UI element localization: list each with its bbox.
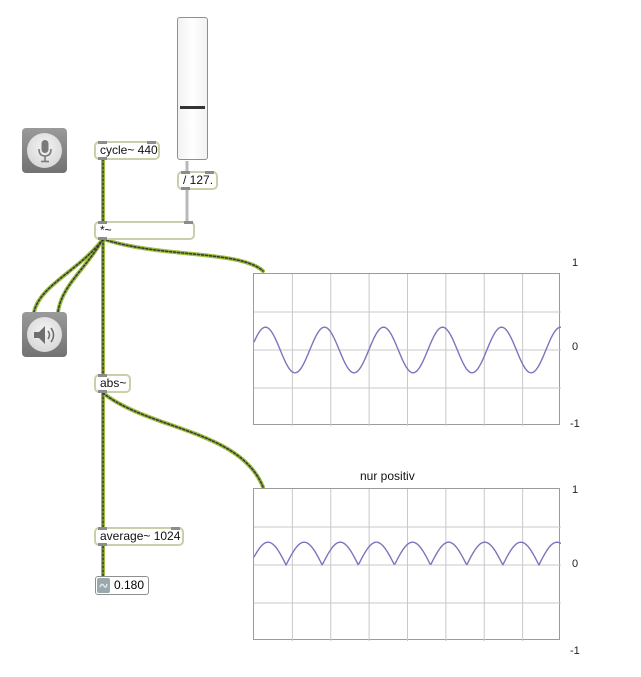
- scope-signal-max-label: 1: [572, 257, 579, 269]
- abs-object-label: abs~: [100, 376, 127, 390]
- outlet[interactable]: [98, 543, 107, 546]
- inlet[interactable]: [184, 221, 193, 224]
- cycle-object[interactable]: cycle~ 440: [94, 141, 160, 160]
- dac-disc: [27, 317, 62, 352]
- divide-object[interactable]: / 127.: [177, 171, 218, 190]
- multiply-object[interactable]: *~: [94, 221, 195, 240]
- waveform-trace: [254, 326, 561, 374]
- average-object[interactable]: average~ 1024: [94, 527, 184, 546]
- cycle-object-label: cycle~ 440: [100, 143, 158, 157]
- inlet[interactable]: [147, 141, 156, 144]
- cable-dash: [102, 238, 264, 272]
- inlet[interactable]: [98, 221, 107, 224]
- abs-object[interactable]: abs~: [94, 374, 131, 393]
- average-object-label: average~ 1024: [100, 529, 181, 543]
- cable-dash: [102, 392, 264, 488]
- scope-positive-max-label: 1: [572, 484, 579, 496]
- scope-positive[interactable]: [253, 488, 561, 641]
- inlet[interactable]: [205, 171, 214, 174]
- inlet[interactable]: [98, 374, 107, 377]
- signal-mode-icon[interactable]: [97, 578, 110, 593]
- slider-knob[interactable]: [180, 106, 205, 109]
- outlet[interactable]: [98, 157, 107, 160]
- scope-positive-zero-label: 0: [572, 558, 579, 570]
- scope-signal-min-label: -1: [570, 418, 580, 430]
- inlet[interactable]: [98, 141, 107, 144]
- scope-positive-plot: [254, 489, 561, 641]
- inlet[interactable]: [171, 527, 180, 530]
- scope-signal-plot: [254, 274, 561, 426]
- scope-positive-title: nur positiv: [360, 469, 415, 483]
- signal-number-box[interactable]: 0.180: [95, 576, 149, 595]
- dac-button[interactable]: [22, 312, 67, 357]
- cable-dash: [33, 238, 104, 313]
- multiply-object-label: *~: [100, 223, 112, 237]
- outlet[interactable]: [181, 187, 190, 190]
- microphone-icon: [37, 139, 52, 162]
- speaker-icon: [33, 325, 54, 344]
- inlet[interactable]: [98, 527, 107, 530]
- outlet[interactable]: [98, 237, 107, 240]
- waveform-trace: [254, 541, 561, 567]
- adc-disc: [27, 133, 62, 168]
- cable-dash: [57, 238, 104, 313]
- scope-signal[interactable]: [253, 273, 561, 426]
- divide-object-label: / 127.: [183, 173, 214, 187]
- scope-signal-zero-label: 0: [572, 341, 579, 353]
- number-value: 0.180: [114, 578, 145, 592]
- outlet[interactable]: [98, 390, 107, 393]
- adc-button[interactable]: [22, 128, 67, 173]
- gain-slider[interactable]: [177, 17, 208, 160]
- scope-positive-min-label: -1: [570, 645, 580, 657]
- inlet[interactable]: [181, 171, 190, 174]
